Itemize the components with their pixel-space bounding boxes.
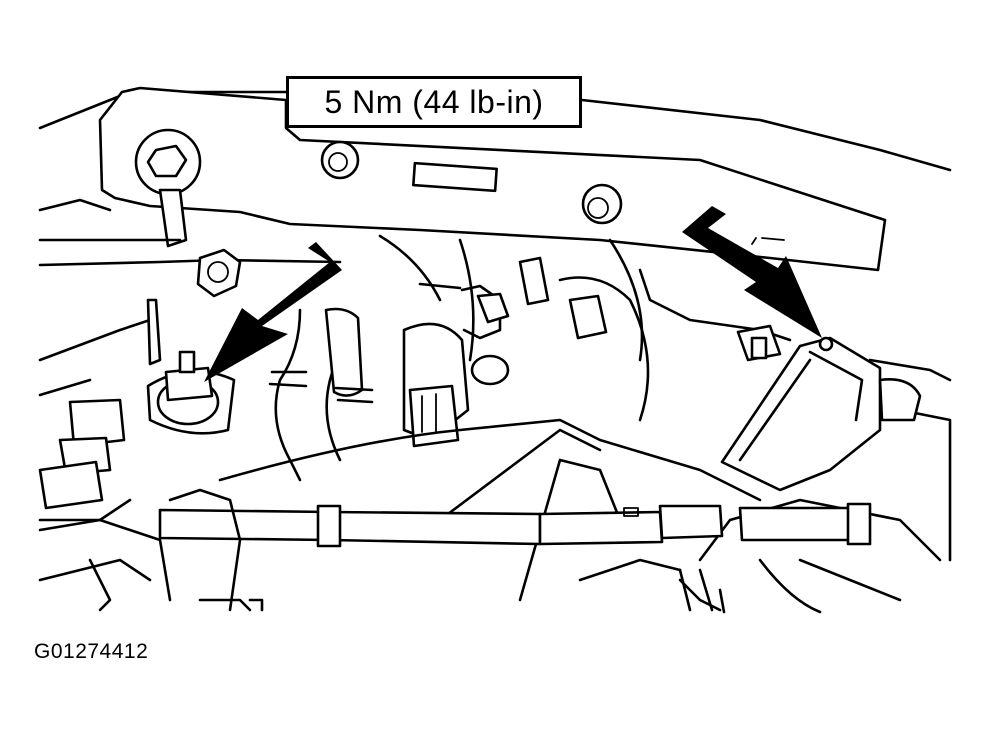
left-bolt-assembly [146,248,242,435]
ground-strap-terminal [134,128,202,248]
sensor-connector [402,284,510,448]
bracket-nuts [320,140,623,225]
figure-id: G01274412 [34,640,149,663]
lower-rail [158,502,872,548]
left-connector [38,398,132,522]
upper-bracket [38,86,952,272]
bracket-slot [412,161,498,193]
left-pointer-arrow [204,242,342,382]
right-module [720,336,922,492]
vacuum-hoses [268,234,475,482]
right-pointer-arrow [682,206,822,338]
right-hoses [518,238,782,422]
torque-spec-text: 5 Nm (44 lb-in) [324,83,544,120]
torque-spec-label: 5 Nm (44 lb-in) [286,76,582,128]
lower-right-pipes [678,558,822,614]
lower-left-assembly [38,488,264,612]
